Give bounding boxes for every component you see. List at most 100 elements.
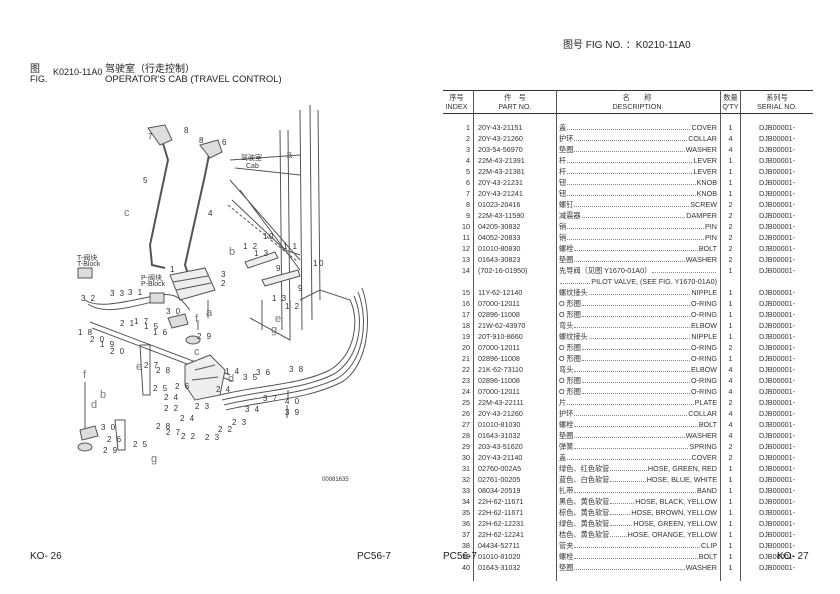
callout-label: 1 8 [78,328,94,337]
row-qty: 1 [720,155,741,166]
row-serial: DJB00001- [759,474,795,484]
row-index: 12 [443,243,474,254]
row-part-no: 20Y-43-21151 [473,122,557,133]
row-qty: 2 [720,397,741,408]
table-row-continuation: PILOT VALVE, (SEE FIG. Y1670-01A0) [443,276,813,287]
t-block-label-en: T-Block [77,261,101,268]
exploded-parts-diagram: 驾驶室 Cab T-阀块 T-Block P-阀块 P-Block 000816… [0,90,420,510]
row-qty: 1 [720,320,741,331]
callout-label: 1 9 [100,340,116,349]
callout-label: 2 9 [103,446,119,455]
left-model: PC56-7 [357,551,391,562]
row-part-no: 21W-62-43970 [473,320,557,331]
row-part-no: 203-54-56970 [473,144,557,155]
row-index: 24 [443,386,474,397]
row-serial: DJB00001- [759,562,795,572]
row-qty: 1 [720,474,741,485]
row-serial: DJB00001- [759,485,795,495]
row-part-no: 22H-62-12241 [473,529,557,540]
row-serial: DJB00001- [759,133,795,143]
row-part-no: 07000-12011 [473,342,557,353]
row-index: 40 [443,562,474,573]
callout-label: 2 5 [133,440,149,449]
row-part-no: 20Y-43-21241 [473,188,557,199]
row-part-no: 08034-20519 [473,485,557,496]
callout-label: 2 2 [218,425,234,434]
callout-label: 3 5 [243,373,259,382]
row-qty: 4 [720,144,741,155]
row-description-en: PILOT VALVE, (SEE FIG. Y1670-01A0) [556,276,721,287]
row-qty: 1 [720,353,741,364]
row-index: 5 [443,166,474,177]
row-part-no: 22M-43-11590 [473,210,557,221]
row-qty: 1 [720,331,741,342]
callout-label: 7 [148,132,154,141]
row-serial: DJB00001- [759,188,795,198]
callout-label: 1 3 [272,294,288,303]
row-serial: DJB00001- [759,155,795,165]
row-qty: 4 [720,133,741,144]
row-index: 1 [443,122,474,133]
callout-label: 2 4 [164,393,180,402]
callout-label: 5 [143,176,149,185]
row-qty: 1 [720,287,741,298]
callout-label: 1 6 [153,328,169,337]
drawing-number: 00081635 [322,477,349,483]
callout-label: 2 3 [195,402,211,411]
callout-label: 1 1 [283,242,299,251]
callout-label: 2 1 [120,319,136,328]
callout-label: 8 [199,136,205,145]
callout-label: 2 0 [110,347,126,356]
callout-label: 3 9 [285,408,301,417]
row-index: 14 [443,265,474,276]
row-serial: DJB00001- [759,397,795,407]
row-index: 8 [443,199,474,210]
cab-label-cn: 驾驶室 [241,155,262,162]
row-serial: DJB00001- [759,122,795,132]
row-part-no: 01643-30823 [473,254,557,265]
callout-label: g [151,453,158,465]
row-serial: DJB00001- [759,265,795,275]
figure-title-cn: 驾驶室（行走控制） [105,64,195,75]
row-index: 35 [443,507,474,518]
row-index: 2 [443,133,474,144]
row-serial: DJB00001- [759,199,795,209]
fig-label-en: FIG. [30,74,48,84]
callout-label: d [91,399,98,411]
row-index: 16 [443,298,474,309]
callout-label: 2 7 [166,428,182,437]
row-serial: DJB00001- [759,298,795,308]
row-qty: 1 [720,463,741,474]
row-index: 4 [443,155,474,166]
row-index: 38 [443,540,474,551]
row-part-no: 22H-62-11671 [473,496,557,507]
row-serial: DJB00001- [759,463,795,473]
row-index: 9 [443,210,474,221]
row-serial: DJB00001- [759,364,795,374]
row-part-no: 04205-30832 [473,221,557,232]
row-index: 39 [443,551,474,562]
callout-label: 2 2 [164,404,180,413]
row-part-no: 02761-00205 [473,474,557,485]
row-serial: DJB00001- [759,452,795,462]
row-index: 33 [443,485,474,496]
row-serial: DJB00001- [759,309,795,319]
